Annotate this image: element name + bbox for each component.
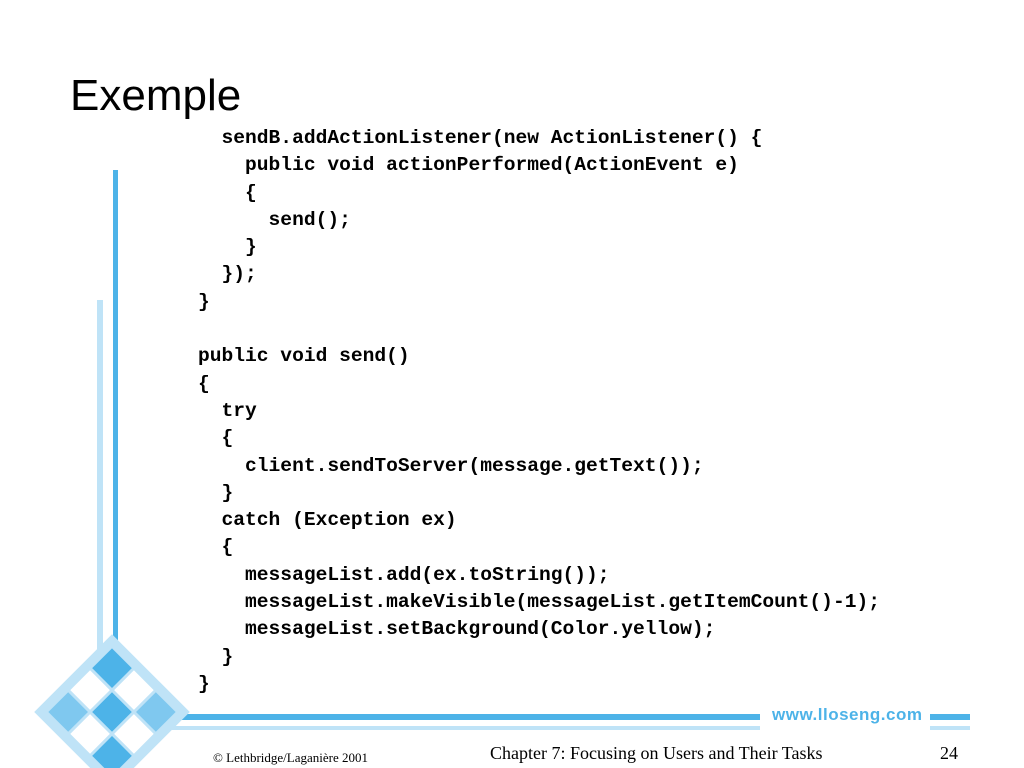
horizontal-bar-light [160, 726, 760, 730]
vertical-bar-dark [113, 170, 118, 710]
code-line: } [198, 645, 234, 668]
code-line: client.sendToServer(message.getText()); [198, 454, 704, 477]
diamond-mosaic-logo [34, 634, 190, 768]
code-line: { [198, 372, 210, 395]
code-line: } [198, 290, 210, 313]
code-line: public void actionPerformed(ActionEvent … [198, 154, 739, 177]
vertical-bar-light [97, 300, 103, 700]
code-line: messageList.makeVisible(messageList.getI… [198, 591, 880, 614]
horizontal-bar-right [930, 714, 970, 720]
horizontal-bar-dark [160, 714, 760, 720]
code-block: sendB.addActionListener(new ActionListen… [198, 125, 880, 698]
footer-chapter: Chapter 7: Focusing on Users and Their T… [490, 743, 823, 763]
footer-page-number: 24 [940, 743, 958, 763]
footer-copyright: © Lethbridge/Laganière 2001 [213, 750, 368, 765]
code-line [198, 316, 880, 343]
code-line: messageList.add(ex.toString()); [198, 563, 610, 586]
code-line: } [198, 672, 210, 695]
code-line: { [198, 536, 234, 559]
code-line: { [198, 181, 257, 204]
code-line: messageList.setBackground(Color.yellow); [198, 618, 716, 641]
code-line: } [198, 236, 257, 259]
horizontal-bar-right-light [930, 726, 970, 730]
code-line: catch (Exception ex) [198, 509, 457, 532]
code-line: public void send() [198, 345, 410, 368]
brand-url: www.lloseng.com [772, 705, 923, 724]
code-line: } [198, 481, 234, 504]
code-line: try [198, 399, 257, 422]
code-line: sendB.addActionListener(new ActionListen… [198, 127, 763, 149]
slide-title: Exemple [70, 71, 242, 120]
code-line: { [198, 427, 234, 450]
code-line: send(); [198, 208, 351, 231]
code-line: }); [198, 263, 257, 286]
